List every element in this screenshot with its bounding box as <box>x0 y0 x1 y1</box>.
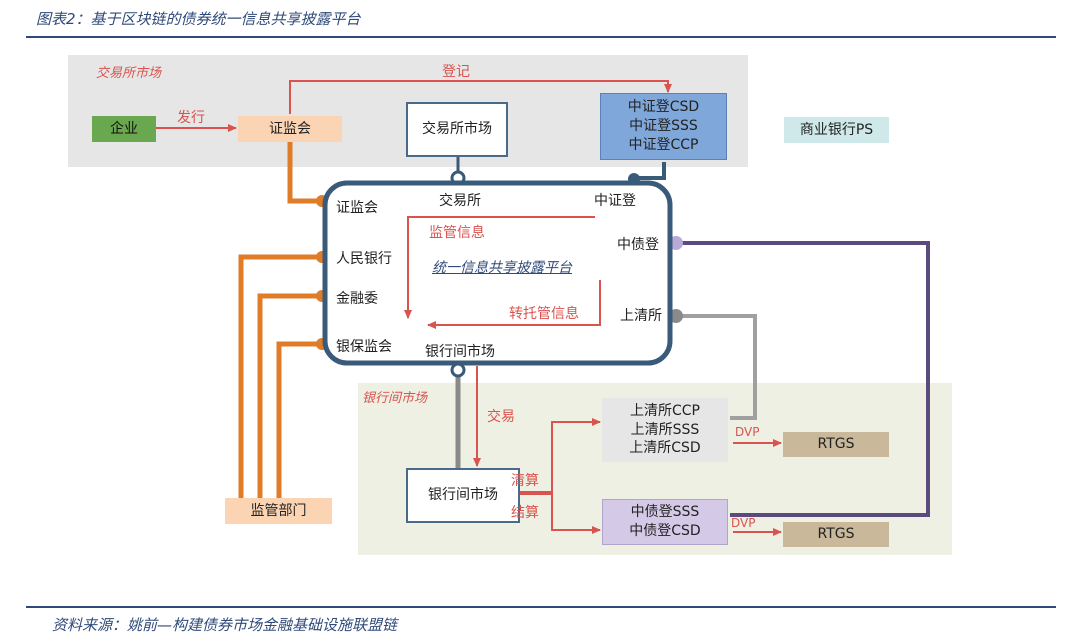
supervision-info-label: 监管信息 <box>429 225 485 241</box>
dvp-label-2: DVP <box>731 516 756 530</box>
regulators-to-fsc-line <box>257 293 322 500</box>
register-arrow <box>289 80 672 114</box>
interbank-port-dot <box>450 362 466 378</box>
hub-title: 统一信息共享披露平台 <box>432 260 572 276</box>
interbank-market-box: 银行间市场 <box>406 468 520 523</box>
exchange-market-region-label: 交易所市场 <box>96 66 162 81</box>
shclear-link-line <box>678 314 757 420</box>
hub-port-cbirc: 银保监会 <box>336 339 392 355</box>
interbank-market-region-label: 银行间市场 <box>362 391 428 406</box>
register-label: 登记 <box>442 64 470 80</box>
commercial-bank-box: 商业银行PS <box>784 117 889 143</box>
shclear-box-text: 上清所CCP 上清所SSS 上清所CSD <box>629 402 701 457</box>
clearing-arrow <box>530 418 601 494</box>
hub-port-pboc: 人民银行 <box>336 251 392 267</box>
exchange-market-box: 交易所市场 <box>406 102 508 157</box>
shclear-box: 上清所CCP 上清所SSS 上清所CSD <box>602 398 728 462</box>
footer-rule <box>26 606 1056 608</box>
regulators-to-cbirc-line <box>276 341 322 500</box>
ccdc-box-text: 中债登SSS 中债登CSD <box>629 504 701 539</box>
hub-port-csdc: 中证登 <box>594 193 636 209</box>
supervision-info-arrow <box>404 216 595 319</box>
trade-label: 交易 <box>487 409 515 425</box>
csd-box-text: 中证登CSD 中证登SSS 中证登CCP <box>627 99 700 153</box>
regulator-links <box>238 140 322 500</box>
title-rule <box>26 36 1056 38</box>
settlement-arrow <box>530 492 601 534</box>
custody-info-arrow <box>427 280 601 329</box>
rtgs-box-1: RTGS <box>783 432 889 457</box>
figure-title: 图表2：基于区块链的债券统一信息共享披露平台 <box>36 10 361 28</box>
enterprise-box: 企业 <box>92 116 156 142</box>
hub-port-exchange: 交易所 <box>439 193 481 209</box>
dvp-label-1: DVP <box>735 425 760 439</box>
csrc-to-hub-line <box>287 140 322 204</box>
hub-port-fsc: 金融委 <box>336 291 378 307</box>
source-note: 资料来源：姚前—构建债券市场金融基础设施联盟链 <box>52 616 398 634</box>
csdc-link-line <box>636 162 666 180</box>
clearing-label: 清算 <box>511 473 539 489</box>
csrc-box: 证监会 <box>238 116 342 142</box>
regulators-box: 监管部门 <box>225 498 332 524</box>
settlement-label: 结算 <box>511 505 539 521</box>
ccdc-box: 中债登SSS 中债登CSD <box>602 499 728 545</box>
hub-port-interbank: 银行间市场 <box>425 344 495 360</box>
rtgs-box-2: RTGS <box>783 522 889 547</box>
hub-port-csrc: 证监会 <box>336 200 378 216</box>
ccdc-link-line <box>678 241 930 517</box>
issue-label: 发行 <box>177 110 205 126</box>
flow-arrows <box>156 80 782 536</box>
csd-box: 中证登CSD 中证登SSS 中证登CCP <box>600 93 727 160</box>
hub-port-shclear: 上清所 <box>620 308 662 324</box>
regulators-to-pboc-line <box>238 254 322 500</box>
hub-port-ccdc: 中债登 <box>617 237 659 253</box>
custody-info-label: 转托管信息 <box>509 306 579 322</box>
